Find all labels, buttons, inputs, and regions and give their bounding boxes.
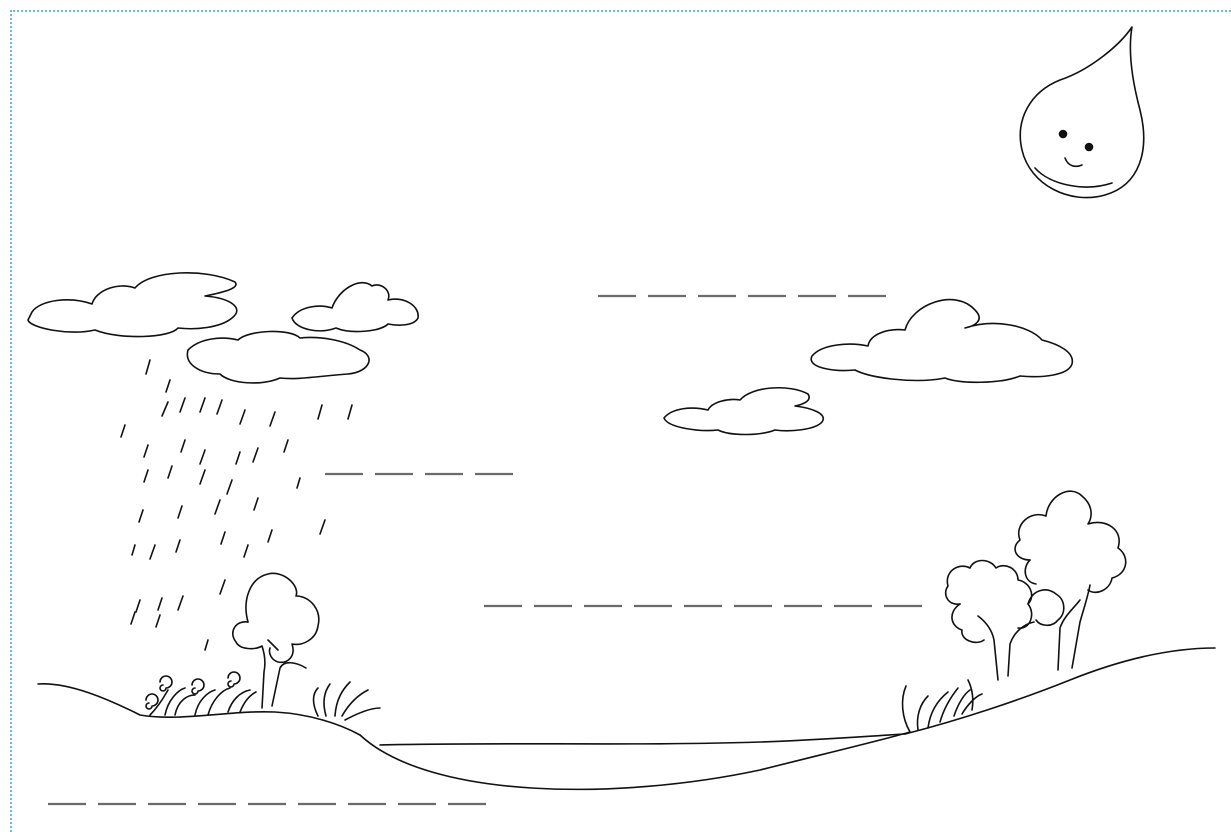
left-grass [314,682,381,720]
rain-drops [121,360,352,650]
drop-right-eye [1086,144,1093,151]
right-hill [905,648,1215,734]
rain-cloud-large [28,273,237,337]
water-surface-line [380,734,905,745]
drop-left-eye [1060,131,1067,138]
drop-smile [1065,158,1082,166]
right-tree-front [946,561,1064,681]
right-tree-back [1015,491,1126,670]
dotted-border-left [10,10,12,832]
dotted-border-top [10,10,1231,12]
cloud-right-small [664,388,823,435]
rain-cloud-middle [187,331,369,383]
valley-ground [360,732,910,789]
cloud-right-large [811,300,1072,383]
left-tree [233,573,319,708]
drop-chin-line [1035,168,1112,187]
left-flowers [146,672,256,715]
water-drop-character [1020,27,1143,198]
rain-cloud-small [292,283,418,332]
